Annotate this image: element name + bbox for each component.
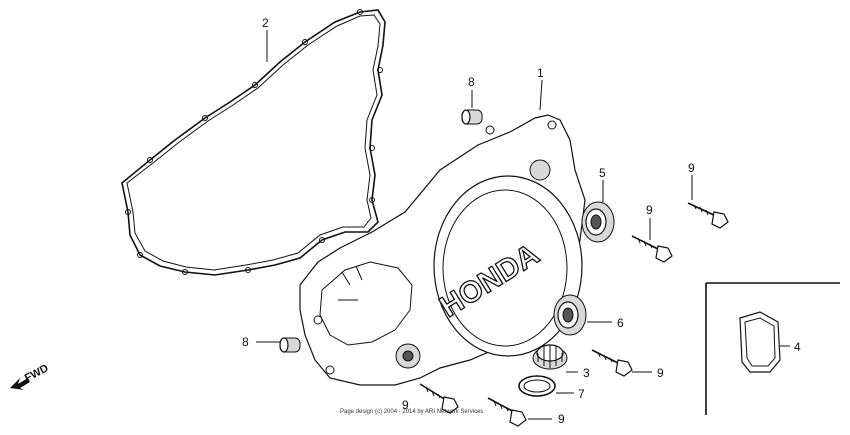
callout-9-d: 9: [402, 398, 409, 412]
dowel-pin-top: [461, 109, 483, 125]
leader-line: [539, 79, 543, 111]
callout-8-top: 8: [468, 75, 475, 89]
callout-2: 2: [262, 16, 269, 30]
callout-9-b: 9: [646, 203, 653, 217]
callout-9-c: 9: [657, 366, 664, 380]
bolt-9-e: [487, 397, 527, 427]
callout-6: 6: [617, 316, 624, 330]
bolt-9-a: [687, 202, 729, 229]
callout-8-bottom: 8: [242, 335, 249, 349]
o-ring: [518, 375, 556, 397]
crankcase-cover: HONDA: [299, 114, 586, 386]
callout-7: 7: [578, 387, 585, 401]
gasket: [121, 9, 386, 276]
callout-3: 3: [583, 366, 590, 380]
fwd-label: FWD: [23, 362, 51, 384]
inset-frame: [705, 282, 840, 415]
fwd-arrow-icon: [10, 378, 30, 390]
callout-1: 1: [537, 66, 544, 80]
callout-9-e: 9: [558, 412, 565, 426]
bolt-9-c: [591, 349, 633, 377]
callout-5: 5: [599, 166, 606, 180]
copyright-text: Page design (c) 2004 - 2014 by ARI Netwo…: [340, 409, 483, 415]
part-4-plate: [739, 311, 781, 373]
oil-seal-5: [581, 201, 615, 243]
oil-seal-6: [553, 294, 587, 336]
bolt-9-b: [631, 235, 673, 263]
callout-4: 4: [794, 340, 801, 354]
callout-9-a: 9: [688, 161, 695, 175]
dowel-pin-bottom: [279, 337, 301, 353]
bolt-9-d: [419, 383, 459, 414]
filler-cap: [532, 344, 568, 370]
